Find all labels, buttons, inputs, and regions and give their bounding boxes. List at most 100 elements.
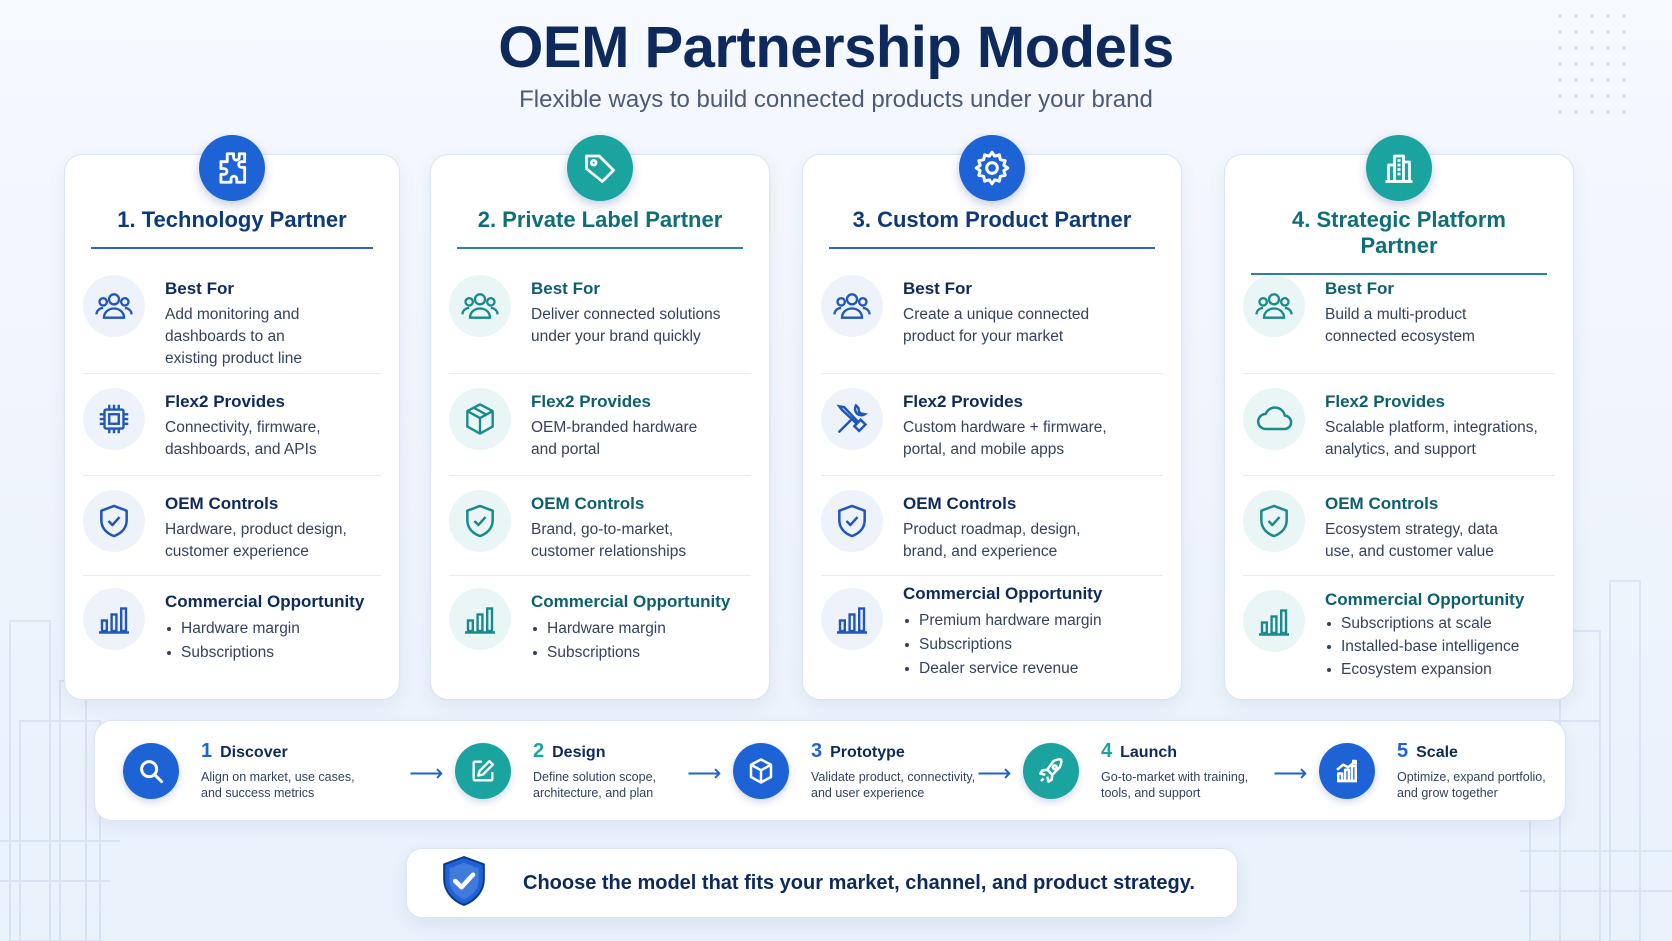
people-icon xyxy=(821,275,883,337)
opportunity-list: Hardware margin Subscriptions xyxy=(165,617,381,665)
row-text: OEM-branded hardware and portal xyxy=(531,419,698,458)
opportunity-row: Commercial Opportunity Premium hardware … xyxy=(821,575,1163,681)
list-item: Subscriptions xyxy=(165,641,381,665)
page-title: OEM Partnership Models xyxy=(498,15,1174,80)
card-strategic-platform-partner: 4. Strategic Platform Partner Best For B… xyxy=(1224,135,1574,700)
row-heading: OEM Controls xyxy=(165,494,279,513)
card-title: 2. Private Label Partner xyxy=(457,207,743,249)
tag-icon xyxy=(567,135,633,201)
step-number: 2 xyxy=(533,740,545,762)
card-title: 3. Custom Product Partner xyxy=(829,207,1155,249)
step-scale: 5 Scale Optimize, expand portfolio, and g… xyxy=(1319,721,1557,820)
list-item: Subscriptions xyxy=(531,641,751,665)
row-heading: Commercial Opportunity xyxy=(531,592,731,611)
best-for-row: Best For Deliver connected solutions und… xyxy=(449,275,751,348)
chip-icon xyxy=(83,388,145,450)
row-text: Connectivity, firmware, dashboards, and … xyxy=(165,419,321,458)
row-text: Build a multi-product connected ecosyste… xyxy=(1325,306,1475,345)
provides-row: Flex2 Provides Connectivity, firmware, d… xyxy=(83,373,381,461)
edit-icon xyxy=(455,742,511,799)
people-icon xyxy=(83,275,145,337)
opportunity-row: Commercial Opportunity Hardware margin S… xyxy=(83,575,381,665)
step-text: Optimize, expand portfolio, and grow tog… xyxy=(1397,770,1546,800)
list-item: Subscriptions at scale xyxy=(1325,612,1555,635)
list-item: Subscriptions xyxy=(903,633,1163,657)
card-private-label-partner: 2. Private Label Partner Best For Delive… xyxy=(430,135,770,700)
shield-check-icon xyxy=(449,490,511,552)
row-heading: OEM Controls xyxy=(1325,494,1439,513)
cube-icon xyxy=(733,742,789,799)
bar-chart-icon xyxy=(821,588,883,650)
row-text: Product roadmap, design, brand, and expe… xyxy=(903,521,1081,560)
card-technology-partner: 1. Technology Partner Best For Add monit… xyxy=(64,135,400,700)
footer-banner: Choose the model that fits your market, … xyxy=(406,848,1238,918)
provides-row: Flex2 Provides Scalable platform, integr… xyxy=(1243,373,1555,461)
card-title: 1. Technology Partner xyxy=(91,207,373,249)
row-text: Custom hardware + firmware, portal, and … xyxy=(903,419,1107,458)
cloud-icon xyxy=(1243,388,1305,450)
step-text: Validate product, connectivity, and user… xyxy=(811,770,976,800)
arrow-icon: ⟶ xyxy=(977,760,1012,787)
box-icon xyxy=(449,388,511,450)
row-text: Add monitoring and dashboards to an exis… xyxy=(165,306,302,367)
row-text: Brand, go-to-market, customer relationsh… xyxy=(531,521,687,560)
step-number: 5 xyxy=(1397,740,1409,762)
row-text: Hardware, product design, customer exper… xyxy=(165,521,347,560)
controls-row: OEM Controls Product roadmap, design, br… xyxy=(821,475,1163,563)
list-item: Premium hardware margin xyxy=(903,609,1163,633)
best-for-row: Best For Build a multi-product connected… xyxy=(1243,275,1555,348)
best-for-row: Best For Add monitoring and dashboards t… xyxy=(83,275,381,370)
step-number: 4 xyxy=(1101,740,1113,762)
row-heading: Commercial Opportunity xyxy=(165,592,365,611)
step-text: Define solution scope, architecture, and… xyxy=(533,770,656,800)
gear-icon xyxy=(959,135,1025,201)
decorative-dots xyxy=(1552,8,1632,118)
bar-chart-icon xyxy=(1243,590,1305,652)
bar-chart-icon xyxy=(449,588,511,650)
rocket-icon xyxy=(1023,742,1079,799)
row-heading: Flex2 Provides xyxy=(1325,392,1446,411)
search-icon xyxy=(123,742,179,799)
step-label: Prototype xyxy=(830,744,905,761)
step-label: Discover xyxy=(220,744,288,761)
row-heading: Commercial Opportunity xyxy=(1325,590,1525,609)
tools-icon xyxy=(821,388,883,450)
row-text: Create a unique connected product for yo… xyxy=(903,306,1090,345)
shield-check-icon xyxy=(1243,490,1305,552)
row-heading: Commercial Opportunity xyxy=(903,584,1103,603)
row-heading: OEM Controls xyxy=(531,494,645,513)
people-icon xyxy=(1243,275,1305,337)
controls-row: OEM Controls Brand, go-to-market, custom… xyxy=(449,475,751,563)
row-heading: Best For xyxy=(165,279,234,298)
arrow-icon: ⟶ xyxy=(687,760,722,787)
row-heading: Flex2 Provides xyxy=(165,392,286,411)
page-subtitle: Flexible ways to build connected product… xyxy=(519,86,1153,113)
list-item: Hardware margin xyxy=(531,617,751,641)
shield-check-icon xyxy=(83,490,145,552)
step-label: Scale xyxy=(1416,744,1458,761)
arrow-icon: ⟶ xyxy=(409,760,444,787)
arrow-icon: ⟶ xyxy=(1273,760,1308,787)
card-title: 4. Strategic Platform Partner xyxy=(1251,207,1547,275)
row-heading: Flex2 Provides xyxy=(531,392,652,411)
card-custom-product-partner: 3. Custom Product Partner Best For Creat… xyxy=(802,135,1182,700)
opportunity-list: Premium hardware margin Subscriptions De… xyxy=(903,609,1163,681)
list-item: Dealer service revenue xyxy=(903,657,1163,681)
controls-row: OEM Controls Hardware, product design, c… xyxy=(83,475,381,563)
list-item: Ecosystem expansion xyxy=(1325,658,1555,681)
row-heading: OEM Controls xyxy=(903,494,1017,513)
list-item: Hardware margin xyxy=(165,617,381,641)
row-heading: Best For xyxy=(903,279,972,298)
list-item: Installed-base intelligence xyxy=(1325,635,1555,658)
shield-check-icon xyxy=(439,853,489,914)
row-heading: Best For xyxy=(531,279,600,298)
opportunity-list: Subscriptions at scale Installed-base in… xyxy=(1325,612,1555,681)
opportunity-row: Commercial Opportunity Hardware margin S… xyxy=(449,575,751,665)
puzzle-icon xyxy=(199,135,265,201)
building-icon xyxy=(1366,135,1432,201)
